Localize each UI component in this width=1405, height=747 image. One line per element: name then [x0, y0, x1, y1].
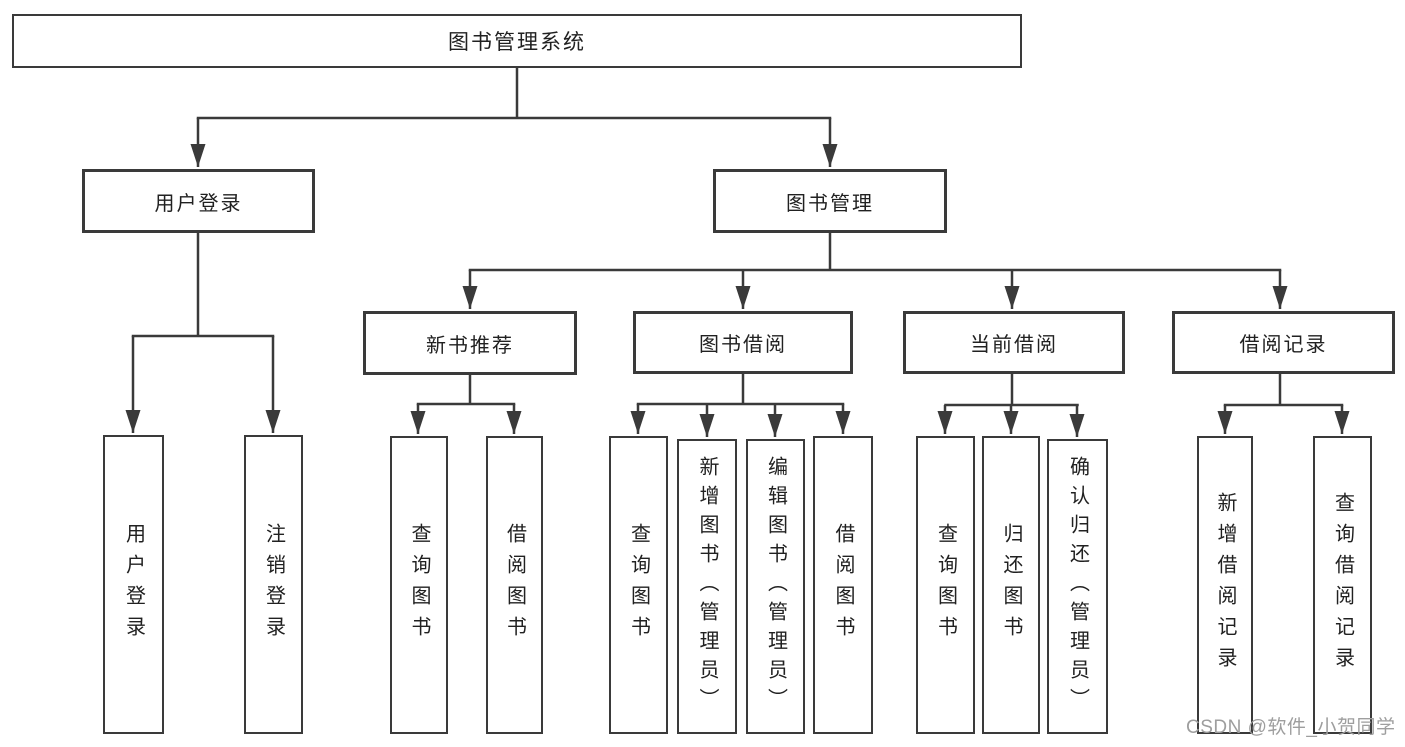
- node-leaf-edit-books-admin: 编辑图书（管理员）: [746, 439, 805, 734]
- node-borrowing-records: 借阅记录: [1172, 311, 1395, 374]
- node-leaf-query-books-3: 查询图书: [916, 436, 975, 734]
- csdn-watermark: CSDN @软件_小贺同学: [1186, 717, 1396, 738]
- node-book-borrowing: 图书借阅: [633, 311, 853, 374]
- node-user-login: 用户登录: [82, 169, 315, 233]
- node-library-management-system: 图书管理系统: [12, 14, 1022, 68]
- node-current-borrowing: 当前借阅: [903, 311, 1125, 374]
- node-leaf-logout: 注销登录: [244, 435, 303, 734]
- node-leaf-user-login: 用户登录: [103, 435, 164, 734]
- node-leaf-return-books: 归还图书: [982, 436, 1040, 734]
- node-book-management: 图书管理: [713, 169, 947, 233]
- node-leaf-query-books-2: 查询图书: [609, 436, 668, 734]
- node-leaf-query-borrow-record: 查询借阅记录: [1313, 436, 1372, 734]
- node-leaf-borrow-books-2: 借阅图书: [813, 436, 873, 734]
- node-leaf-confirm-return-admin: 确认归还（管理员）: [1047, 439, 1108, 734]
- node-leaf-query-books-1: 查询图书: [390, 436, 448, 734]
- node-leaf-add-borrow-record: 新增借阅记录: [1197, 436, 1253, 734]
- node-new-book-recommend: 新书推荐: [363, 311, 577, 375]
- node-leaf-add-books-admin: 新增图书（管理员）: [677, 439, 737, 734]
- node-leaf-borrow-books-1: 借阅图书: [486, 436, 543, 734]
